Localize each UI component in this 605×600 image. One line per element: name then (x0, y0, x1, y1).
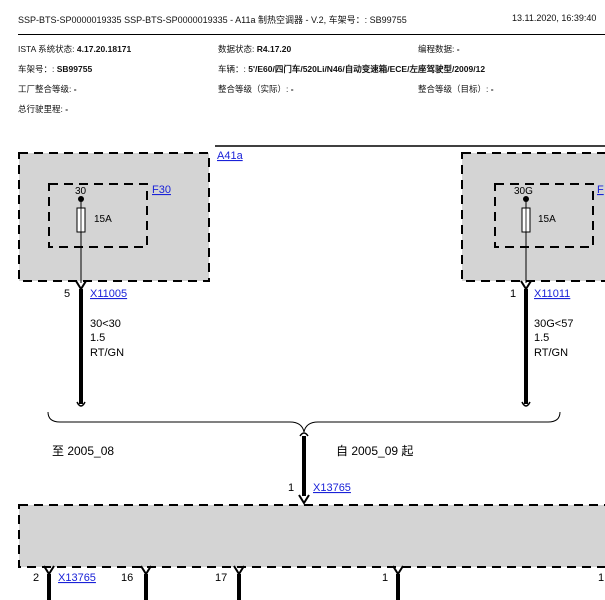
fuse-box-left (48, 183, 148, 248)
target-integration-level: 整合等级（目标）: - (418, 83, 494, 95)
target-integration-value: - (490, 84, 494, 94)
ista-status: ISTA 系统状态: 4.17.20.18171 (18, 43, 131, 55)
ista-status-label: ISTA 系统状态: (18, 44, 75, 54)
data-status: 数据状态: R4.17.20 (218, 43, 291, 55)
vehicle-value: 5'/E60/四门车/520Li/N46/自动变速箱/ECE/左座驾驶型/200… (248, 64, 486, 74)
connector-mid-link[interactable]: X13765 (313, 482, 351, 494)
wire-right-gauge: 1.5 (534, 332, 549, 344)
connector-bottom-4 (392, 565, 404, 576)
header-divider (18, 34, 605, 35)
vehicle-label: 车辆：: (218, 64, 246, 74)
pin-mid: 1 (288, 482, 294, 494)
data-status-label: 数据状态: (218, 44, 255, 54)
data-status-value: R4.17.20 (256, 44, 292, 54)
module-link-a41a[interactable]: A41a (217, 150, 244, 162)
actual-integration-level: 整合等级（实际）: - (218, 83, 294, 95)
pin-bottom-4: 1 (382, 572, 388, 584)
pin-right: 1 (510, 288, 516, 300)
wire-left-break (76, 401, 86, 407)
programming-data-label: 编程数据: (418, 44, 455, 54)
wire-left-color: RT/GN (90, 347, 124, 359)
connector-bottom-link[interactable]: X13765 (58, 572, 96, 584)
variant-brace (47, 411, 561, 433)
fuse-left-terminal: 30 (75, 186, 87, 197)
fuse-right-rating: 15A (538, 214, 556, 225)
variant-from-label: 自 2005_09 起 (336, 444, 413, 458)
vehicle: 车辆：: 5'/E60/四门车/520Li/N46/自动变速箱/ECE/左座驾驶… (218, 63, 485, 75)
vin-value: SB99755 (56, 64, 93, 74)
target-integration-label: 整合等级（目标）: (418, 84, 489, 94)
total-mileage-label: 总行驶里程: (18, 104, 63, 114)
wire-left-gauge: 1.5 (90, 332, 105, 344)
fuse-box-right (494, 183, 594, 248)
fuse-right-link[interactable]: F (597, 184, 604, 196)
connector-bottom-2 (140, 565, 152, 576)
actual-integration-label: 整合等级（实际）: (218, 84, 289, 94)
total-mileage: 总行驶里程: - (18, 103, 68, 115)
vin-label: 车架号：: (18, 64, 55, 74)
programming-data-value: - (456, 44, 460, 54)
factory-integration-value: - (73, 84, 77, 94)
document-datetime: 13.11.2020, 16:39:40 (512, 13, 597, 23)
total-mileage-value: - (65, 104, 69, 114)
module-box-bottom (18, 504, 605, 568)
wire-right-signal: 30G<57 (534, 318, 573, 330)
variant-until-label: 至 2005_08 (52, 444, 114, 458)
wire-right-break (521, 401, 531, 407)
fuse-left-rating: 15A (94, 214, 112, 225)
document-title: SSP-BTS-SP0000019335 SSP-BTS-SP000001933… (18, 15, 407, 25)
wire-mid-break (299, 432, 309, 437)
pin-left: 5 (64, 288, 70, 300)
wire-right-color: RT/GN (534, 347, 568, 359)
pin-bottom-2: 16 (121, 572, 133, 584)
programming-data: 编程数据: - (418, 43, 460, 55)
vin: 车架号：: SB99755 (18, 63, 92, 75)
factory-integration-label: 工厂整合等级: (18, 84, 72, 94)
connector-mid-symbol (298, 494, 310, 505)
pin-bottom-1: 2 (33, 572, 39, 584)
pin-bottom-3: 17 (215, 572, 227, 584)
wire-left-signal: 30<30 (90, 318, 121, 330)
ista-status-value: 4.17.20.18171 (76, 44, 132, 54)
connector-right-link[interactable]: X11011 (534, 288, 570, 300)
fuse-right-terminal: 30G (514, 186, 533, 197)
pin-bottom-5: 1 (598, 572, 604, 584)
factory-integration-level: 工厂整合等级: - (18, 83, 77, 95)
connector-left-link[interactable]: X11005 (90, 288, 127, 300)
actual-integration-value: - (290, 84, 294, 94)
fuse-left-link[interactable]: F30 (152, 184, 171, 196)
